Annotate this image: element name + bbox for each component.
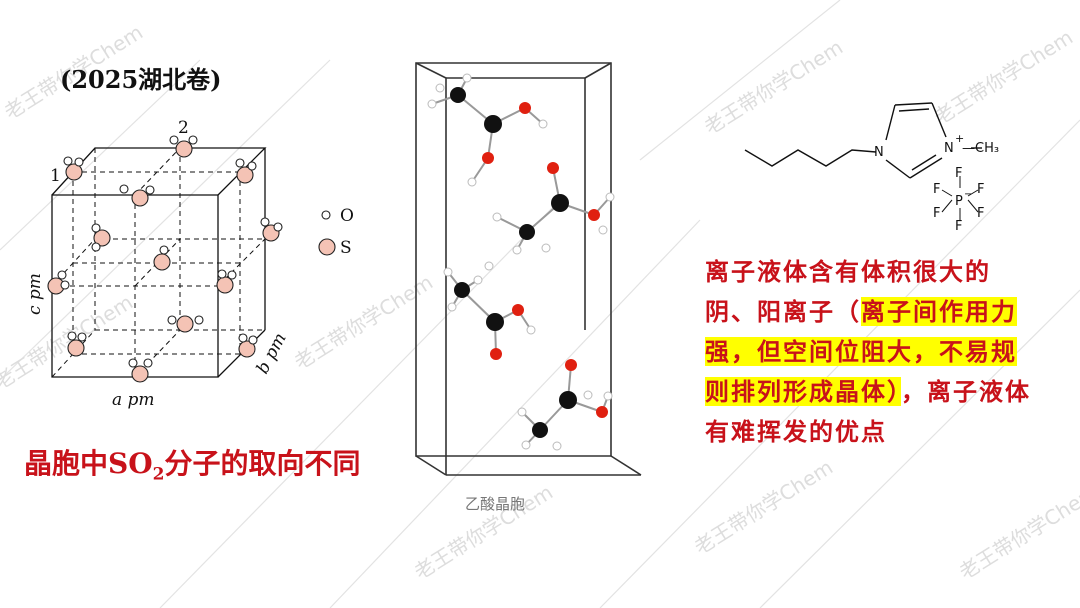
watermark: 老王带你学Chem <box>930 25 1077 129</box>
so2-molecule <box>119 184 155 207</box>
n-right-label: N <box>944 141 954 156</box>
caption-prefix: 晶胞中SO <box>24 447 153 480</box>
legend-s-label: S <box>340 238 352 258</box>
so2-molecule <box>238 333 258 358</box>
ionic-liquid-structure <box>744 102 982 220</box>
oxygen-legend-icon <box>321 210 331 220</box>
so2-molecule <box>91 223 111 252</box>
so2-molecule <box>47 270 70 295</box>
so2-molecule <box>216 269 237 294</box>
so2-molecule <box>235 158 257 184</box>
so2-molecules <box>47 135 283 383</box>
watermark: 老王带你学Chem <box>0 290 137 394</box>
so2-molecule <box>128 358 153 383</box>
acetic-acid-caption: 乙酸晶胞 <box>465 495 526 513</box>
acetic-molecule <box>427 73 548 187</box>
c-axis-label: c pm <box>25 273 45 315</box>
acetic-molecule <box>492 162 615 255</box>
watermark: 老王带你学Chem <box>690 455 837 559</box>
f-label-top: F <box>955 166 962 181</box>
ionic-liquid-labels: N N + —CH₃ P − F F F F F F <box>874 132 999 234</box>
f-label-left-up: F <box>933 182 940 197</box>
so2-molecule <box>260 217 283 242</box>
so2-molecule <box>67 331 87 357</box>
label-2: 2 <box>178 118 189 138</box>
acetic-acid-cell <box>415 62 642 476</box>
p-label: P <box>955 194 963 209</box>
caption-suffix: 分子的取向不同 <box>164 447 361 480</box>
acetic-acid-molecules <box>427 73 615 451</box>
explanation-part1: 离子液体含有体积很大的阴、阳离子（ <box>705 257 991 326</box>
legend-o-label: O <box>340 206 354 226</box>
f-label-left-down: F <box>933 206 940 221</box>
page-title: (2025湖北卷) <box>60 65 222 94</box>
explanation-part2: ，离子液体有难挥发的优点 <box>705 377 1031 446</box>
a-axis-label: a pm <box>112 390 155 410</box>
so2-molecule <box>63 156 84 181</box>
so2-molecule <box>153 245 171 271</box>
minus-sign: − <box>964 189 972 200</box>
methyl-label: —CH₃ <box>962 141 999 156</box>
n-left-label: N <box>874 145 884 160</box>
so2-molecule <box>169 135 198 158</box>
watermark: 老王带你学Chem <box>700 35 847 139</box>
plus-sign: + <box>955 132 964 145</box>
f-label-bottom: F <box>955 219 962 234</box>
f-label-right-up: F <box>977 182 984 197</box>
sulfur-legend-icon <box>318 238 336 256</box>
so2-orientation-caption: 晶胞中SO2分子的取向不同 <box>24 442 360 485</box>
so2-molecule <box>167 315 204 333</box>
label-1: 1 <box>50 166 61 186</box>
ionic-liquid-explanation: 离子液体含有体积很大的阴、阳离子（离子间作用力强，但空间位阻大，不易规则排列形成… <box>705 252 1040 452</box>
watermark: 老王带你学Chem <box>290 270 437 374</box>
acetic-molecule <box>517 359 613 451</box>
caption-subscript: 2 <box>152 464 165 485</box>
atom-legend: O S <box>318 206 354 258</box>
acetic-molecule <box>443 261 536 360</box>
watermark: 老王带你学Chem <box>955 480 1080 584</box>
f-label-right-down: F <box>977 206 984 221</box>
